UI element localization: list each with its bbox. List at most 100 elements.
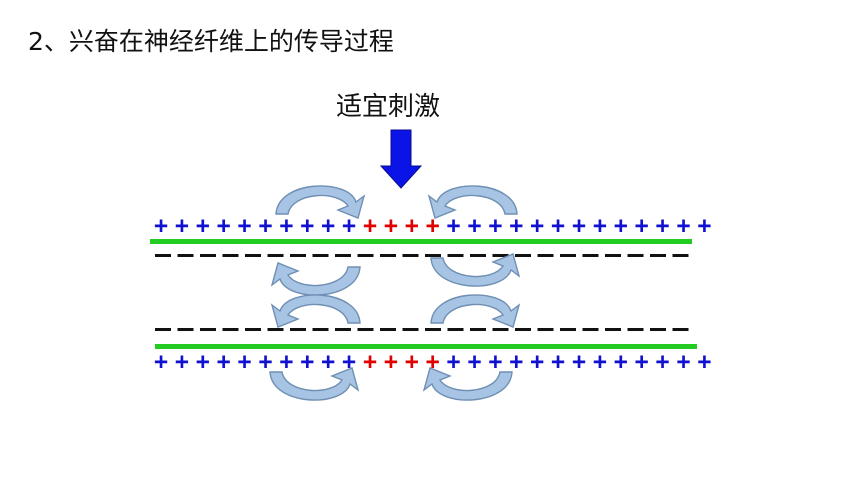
bottom-outer-charges: +++++++++++++++++++++++++++ (154, 349, 711, 375)
top-inner-negative-charge (402, 254, 419, 257)
top-inner-negative-charge (380, 254, 396, 257)
top-inner-negative-charge (560, 254, 576, 257)
top-inner-negative-charges (155, 254, 689, 257)
bottom-outer-charge-rest: + (614, 349, 628, 375)
top-inner-negative-charge (155, 254, 171, 257)
local-current-arrow-top-left-inner (271, 262, 361, 296)
bottom-outer-charge-rest: + (593, 349, 607, 375)
top-inner-negative-charge (627, 254, 644, 257)
top-outer-charge-rest: + (321, 213, 335, 239)
bottom-inner-negative-charge (267, 328, 284, 331)
bottom-inner-negative-charge (515, 328, 531, 331)
bottom-outer-charge-rest: + (238, 349, 252, 375)
bottom-inner-negative-charge (290, 328, 306, 331)
local-current-arrow-top-right-inner (430, 253, 520, 287)
stimulus-label: 适宜刺激 (336, 92, 441, 122)
bottom-inner-negative-charge (155, 328, 171, 331)
bottom-inner-negative-charge (312, 328, 329, 331)
bottom-outer-charge-excited: + (384, 349, 398, 375)
top-inner-negative-charge (425, 254, 441, 257)
top-outer-charge-rest: + (488, 213, 502, 239)
top-outer-charge-rest: + (196, 213, 210, 239)
bottom-outer-charge-rest: + (488, 349, 502, 375)
top-inner-negative-charge (605, 254, 621, 257)
top-inner-negative-charge (537, 254, 554, 257)
top-inner-negative-charge (335, 254, 351, 257)
bottom-inner-negative-charge (425, 328, 441, 331)
bottom-inner-negative-charge (537, 328, 554, 331)
top-outer-charge-rest: + (656, 213, 670, 239)
top-outer-charge-rest: + (614, 213, 628, 239)
top-inner-negative-charge (222, 254, 239, 257)
top-outer-charge-rest: + (635, 213, 649, 239)
top-inner-negative-charge (492, 254, 509, 257)
top-outer-charge-rest: + (530, 213, 544, 239)
bottom-inner-negative-charge (335, 328, 351, 331)
top-outer-charge-excited: + (363, 213, 377, 239)
top-outer-charge-rest: + (447, 213, 461, 239)
top-outer-charge-rest: + (572, 213, 586, 239)
bottom-outer-charge-rest: + (321, 349, 335, 375)
top-outer-charge-rest: + (238, 213, 252, 239)
bottom-outer-charge-excited: + (363, 349, 377, 375)
top-inner-negative-charge (650, 254, 666, 257)
bottom-inner-negative-charge (582, 328, 599, 331)
bottom-inner-negative-charge (447, 328, 464, 331)
top-outer-charge-excited: + (405, 213, 419, 239)
bottom-inner-negative-charge (177, 328, 194, 331)
bottom-outer-charge-rest: + (154, 349, 168, 375)
bottom-inner-negative-charge (560, 328, 576, 331)
top-inner-negative-charge (582, 254, 599, 257)
bottom-inner-negative-charge (470, 328, 486, 331)
local-current-arrow-bottom-right-inner (430, 294, 520, 328)
top-inner-negative-charge (312, 254, 329, 257)
top-outer-charge-rest: + (677, 213, 691, 239)
bottom-outer-charge-rest: + (175, 349, 189, 375)
top-outer-charge-rest: + (551, 213, 565, 239)
top-inner-negative-charge (267, 254, 284, 257)
bottom-outer-charge-rest: + (551, 349, 565, 375)
bottom-outer-charge-rest: + (509, 349, 523, 375)
top-outer-charge-rest: + (279, 213, 293, 239)
top-outer-charges: +++++++++++++++++++++++++++ (154, 213, 711, 239)
bottom-inner-negative-charge (650, 328, 666, 331)
bottom-outer-charge-excited: + (405, 349, 419, 375)
bottom-inner-negative-charges (155, 328, 689, 331)
bottom-inner-negative-charge (380, 328, 396, 331)
bottom-inner-negative-charge (605, 328, 621, 331)
bottom-outer-charge-rest: + (697, 349, 711, 375)
bottom-outer-charge-rest: + (447, 349, 461, 375)
bottom-outer-charge-rest: + (635, 349, 649, 375)
top-inner-negative-charge (470, 254, 486, 257)
top-outer-charge-rest: + (300, 213, 314, 239)
top-inner-negative-charge (177, 254, 194, 257)
top-outer-charge-excited: + (384, 213, 398, 239)
bottom-outer-charge-rest: + (279, 349, 293, 375)
bottom-outer-charge-rest: + (468, 349, 482, 375)
bottom-outer-charge-rest: + (572, 349, 586, 375)
bottom-inner-negative-charge (492, 328, 509, 331)
top-outer-charge-rest: + (468, 213, 482, 239)
top-outer-charge-rest: + (509, 213, 523, 239)
bottom-outer-charge-rest: + (217, 349, 231, 375)
bottom-outer-charge-rest: + (656, 349, 670, 375)
top-inner-negative-charge (672, 254, 689, 257)
bottom-outer-charge-rest: + (259, 349, 273, 375)
top-outer-charge-rest: + (259, 213, 273, 239)
bottom-outer-charge-rest: + (300, 349, 314, 375)
top-outer-charge-rest: + (593, 213, 607, 239)
top-inner-negative-charge (357, 254, 374, 257)
bottom-outer-charge-rest: + (530, 349, 544, 375)
top-inner-negative-charge (447, 254, 464, 257)
top-outer-charge-rest: + (217, 213, 231, 239)
page-title: 2、兴奋在神经纤维上的传导过程 (28, 27, 394, 56)
bottom-inner-negative-charge (200, 328, 216, 331)
stimulus-arrow (379, 129, 423, 189)
top-outer-charge-rest: + (175, 213, 189, 239)
bottom-inner-negative-charge (402, 328, 419, 331)
top-outer-charge-excited: + (426, 213, 440, 239)
bottom-outer-charge-rest: + (677, 349, 691, 375)
bottom-inner-negative-charge (627, 328, 644, 331)
top-outer-charge-rest: + (154, 213, 168, 239)
